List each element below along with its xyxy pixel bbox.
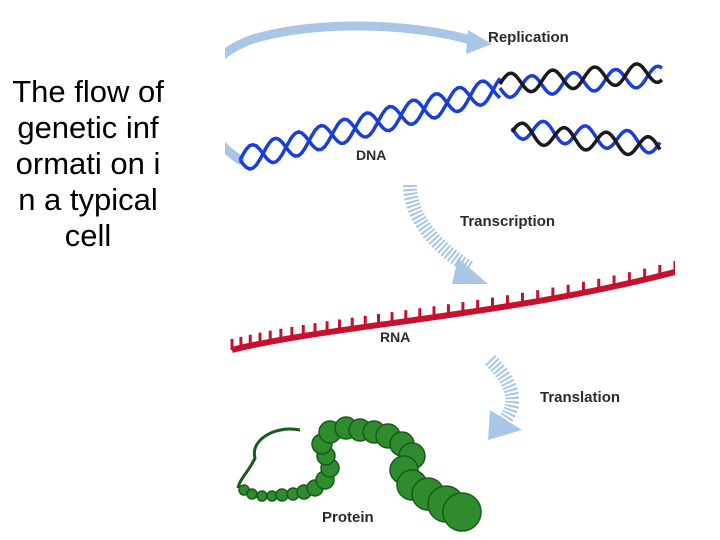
replicated-helix-bottom bbox=[510, 119, 662, 157]
translation-arrow bbox=[484, 355, 522, 440]
protein-label: Protein bbox=[322, 509, 374, 526]
rna-strand bbox=[230, 261, 675, 353]
dna-label: DNA bbox=[356, 147, 386, 163]
transcription-arrow bbox=[403, 184, 488, 284]
transcription-label: Transcription bbox=[460, 213, 555, 230]
replication-label: Replication bbox=[488, 29, 569, 46]
slide-caption: The flow of genetic informati on in a ty… bbox=[12, 74, 164, 253]
dna-helix bbox=[238, 77, 502, 171]
amino-acid-bead bbox=[275, 488, 289, 502]
amino-acid-bead bbox=[442, 492, 482, 532]
replication-arrow bbox=[225, 21, 492, 165]
amino-acid-bead bbox=[246, 488, 258, 500]
replicated-helix-top bbox=[498, 62, 664, 99]
translation-label: Translation bbox=[540, 389, 620, 406]
protein-chain bbox=[236, 416, 482, 532]
genetic-flow-diagram: Replication DNA Transcription RNA bbox=[225, 21, 675, 532]
rna-label: RNA bbox=[380, 329, 410, 345]
amino-acid-bead bbox=[256, 490, 268, 502]
